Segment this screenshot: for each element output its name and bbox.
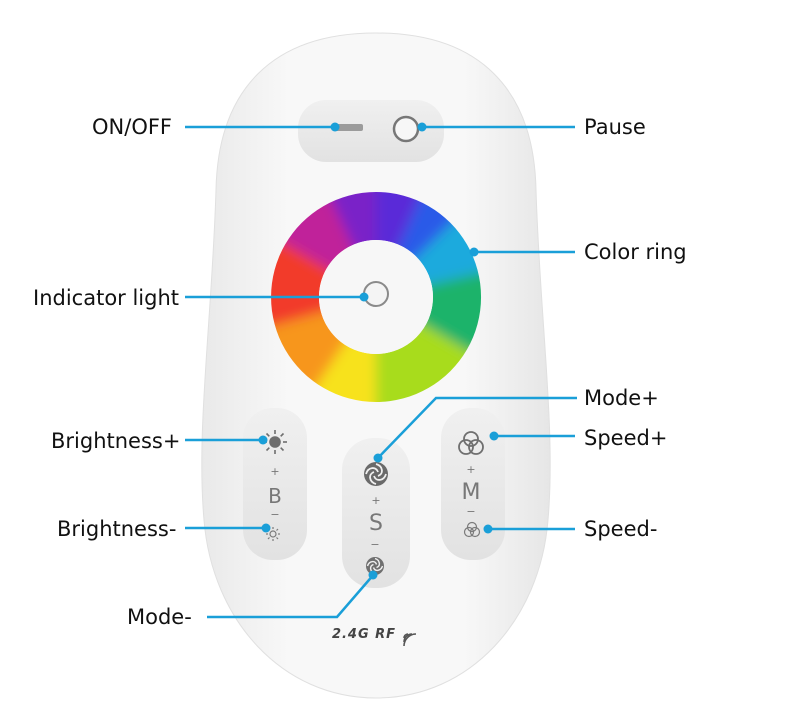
label-brightness-minus: Brightness- — [57, 517, 177, 541]
pause-button[interactable] — [392, 115, 420, 143]
callout-dots — [258, 122, 499, 580]
on-off-button[interactable] — [335, 124, 363, 131]
speed-letter: S — [369, 511, 383, 536]
brightness-down-icon[interactable] — [266, 527, 280, 541]
speed-minus-mark: − — [466, 505, 476, 518]
brightness-panel — [243, 408, 307, 560]
mode-panel — [342, 438, 410, 588]
brand-label: 2.4G RF — [331, 627, 397, 642]
label-on-off: ON/OFF — [92, 115, 173, 139]
speed-up-icon[interactable] — [458, 431, 484, 455]
speed-panel — [441, 408, 505, 560]
label-mode-minus: Mode- — [127, 605, 192, 629]
callout-mode-plus — [375, 396, 577, 461]
speed-plus-mark: + — [466, 463, 476, 476]
callout-mode-minus — [207, 572, 376, 619]
label-speed-plus: Speed+ — [584, 426, 668, 450]
speed-down-icon[interactable] — [463, 521, 481, 538]
brightness-minus-mark: − — [270, 508, 280, 521]
top-button-strip — [298, 100, 444, 162]
label-indicator-light: Indicator light — [33, 286, 180, 310]
label-mode-plus: Mode+ — [584, 386, 659, 410]
mode-minus-mark: − — [370, 538, 380, 551]
mode-down-icon[interactable] — [366, 557, 384, 575]
label-speed-minus: Speed- — [584, 517, 658, 541]
indicator-light — [363, 281, 389, 307]
brightness-plus-mark: + — [270, 465, 280, 478]
label-brightness-plus: Brightness+ — [51, 429, 181, 453]
mode-up-icon[interactable] — [364, 462, 388, 486]
callout-lines — [185, 125, 577, 619]
brightness-letter: B — [268, 484, 282, 508]
label-pause: Pause — [584, 115, 646, 139]
wireless-icon — [403, 633, 417, 647]
label-color-ring: Color ring — [584, 240, 687, 264]
mode-letter: M — [461, 480, 481, 505]
mode-plus-mark: + — [371, 494, 381, 507]
